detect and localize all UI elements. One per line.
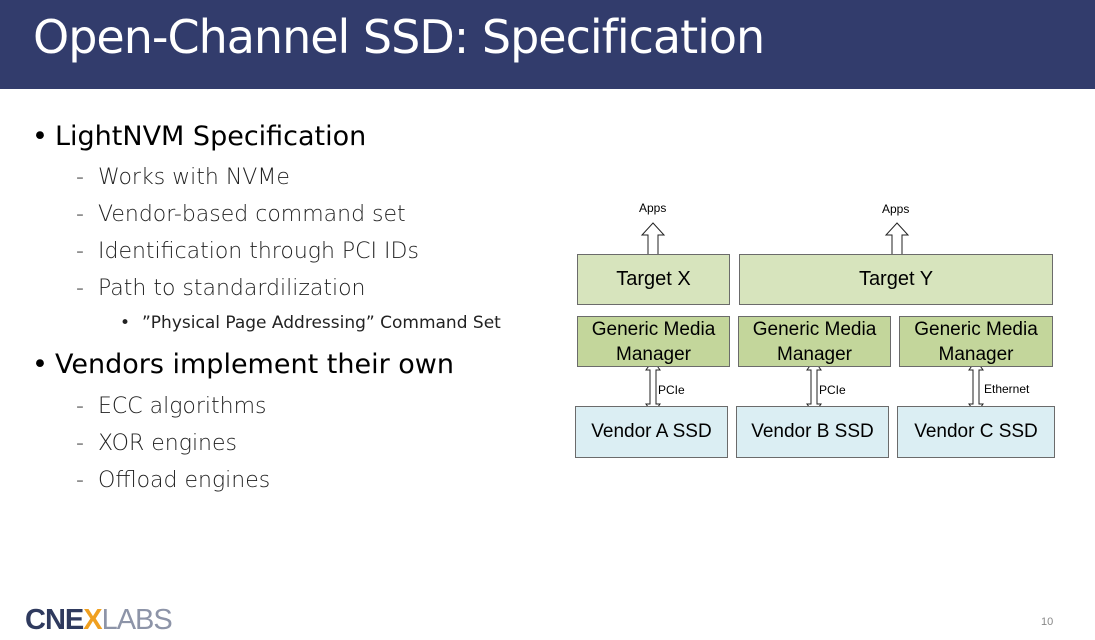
target-y-box: Target Y: [739, 254, 1053, 305]
apps-label-right: Apps: [882, 202, 910, 216]
generic-media-manager-box: Generic Media Manager: [577, 316, 730, 367]
vendor-b-ssd-box: Vendor B SSD: [736, 406, 889, 458]
title-bar: Open-Channel SSD: Specification: [0, 0, 1095, 89]
generic-media-manager-box: Generic Media Manager: [899, 316, 1053, 367]
generic-media-manager-box: Generic Media Manager: [738, 316, 891, 367]
bullet-dot-icon: •: [120, 313, 131, 333]
link-label: Ethernet: [984, 382, 1030, 396]
target-x-box: Target X: [577, 254, 730, 305]
bullet-dot-icon: •: [32, 349, 48, 380]
slide-title: Open-Channel SSD: Specification: [33, 10, 765, 64]
vendor-a-ssd-box: Vendor A SSD: [575, 406, 728, 458]
apps-label-left: Apps: [639, 201, 667, 215]
page-number: 10: [1041, 616, 1054, 628]
link-label: PCIe: [658, 383, 685, 397]
link-label: PCIe: [819, 383, 846, 397]
cnex-labs-logo: CNEXLABS: [25, 604, 173, 636]
vendor-c-ssd-box: Vendor C SSD: [897, 406, 1055, 458]
bullet-dot-icon: •: [32, 121, 48, 152]
